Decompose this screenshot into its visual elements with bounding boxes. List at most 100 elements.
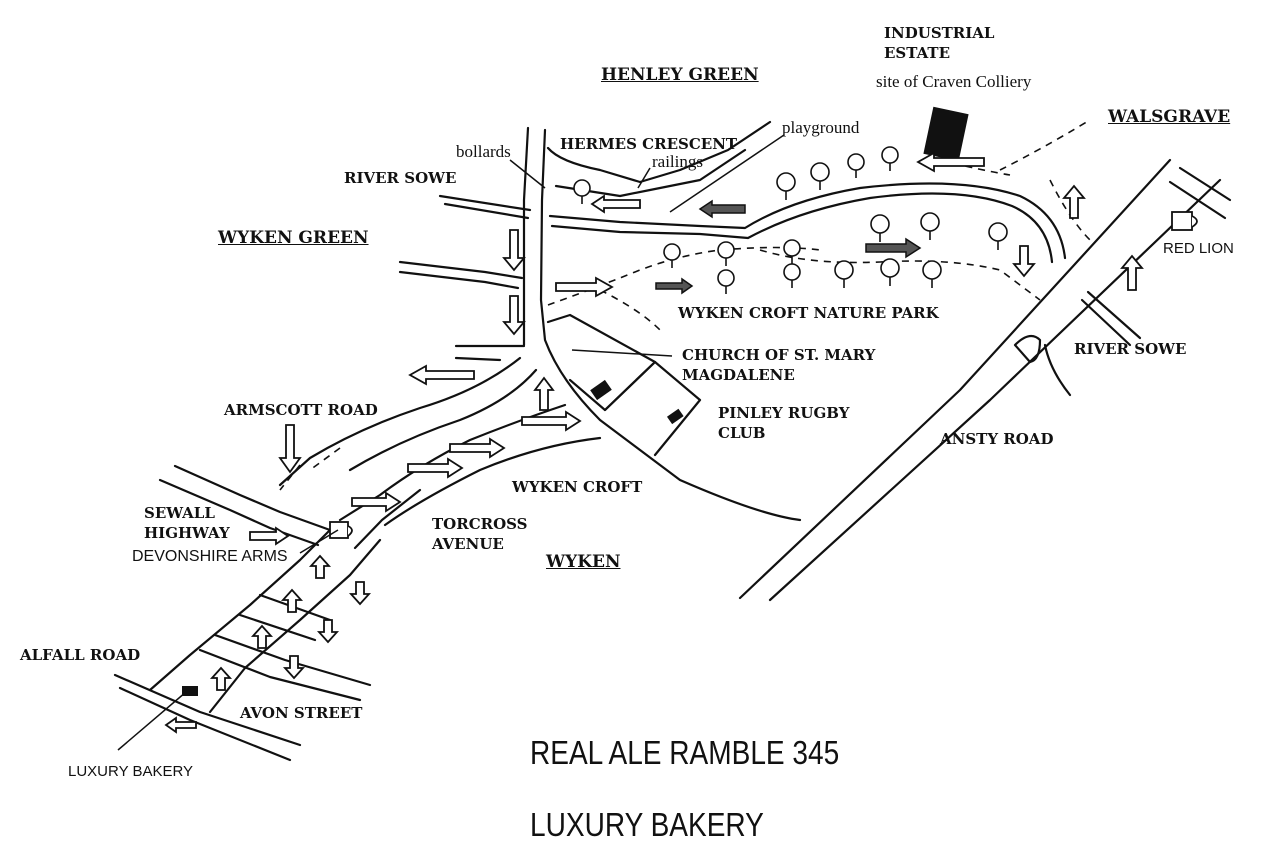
label-craven-colliery: site of Craven Colliery <box>876 72 1032 91</box>
river-west-2 <box>443 202 530 220</box>
leader-devonshire <box>299 529 339 554</box>
arrow-down-icon <box>502 229 526 272</box>
label-church-1: CHURCH OF ST. MARY <box>682 346 876 364</box>
tree-icon <box>783 263 801 288</box>
river-east-1 <box>1086 290 1142 340</box>
tree-icon <box>988 222 1008 250</box>
tree-icon <box>922 260 942 288</box>
footpath-4 <box>999 119 1091 171</box>
map-title: REAL ALE RAMBLE 345 <box>530 734 840 771</box>
label-torcross-2: AVENUE <box>432 535 504 553</box>
arrow-down-icon <box>1012 245 1036 278</box>
road-armscott-2 <box>348 368 538 472</box>
arrow-right-icon <box>449 437 506 459</box>
arrow-right-icon <box>865 237 922 259</box>
road-east-1 <box>1043 343 1072 397</box>
road-sewall-1 <box>173 464 332 532</box>
label-armscott-road: ARMSCOTT ROAD <box>224 401 378 419</box>
road-main-1 <box>148 528 332 692</box>
label-pinley-1: PINLEY RUGBY <box>718 404 850 422</box>
label-alfall-road: ALFALL ROAD <box>20 646 141 664</box>
footpath-2 <box>599 289 661 331</box>
tree-icon <box>920 212 940 240</box>
road-sewall-2 <box>158 478 320 547</box>
road-ansty-2 <box>768 178 1222 602</box>
tree-icon <box>810 162 830 190</box>
label-railings: railings <box>652 152 703 171</box>
arrow-up-icon <box>209 666 233 691</box>
arrow-right-icon <box>655 277 694 295</box>
arrow-right-icon <box>407 457 464 479</box>
road-ansty-branch-1 <box>1178 166 1232 202</box>
road-vertical-east <box>539 128 802 522</box>
pub-mug-icon <box>329 521 353 539</box>
pub-mug-icon <box>1171 211 1198 231</box>
tree-icon <box>834 260 854 288</box>
label-avon-street: AVON STREET <box>240 704 363 722</box>
road-wyken-croft-1 <box>338 403 567 522</box>
label-ansty-road: ANSTY ROAD <box>940 430 1054 448</box>
road-roundabout <box>1013 334 1042 364</box>
label-sewall-1: SEWALL <box>144 504 215 522</box>
label-wyken: WYKEN <box>546 552 621 572</box>
label-luxury-bakery: LUXURY BAKERY <box>68 763 194 780</box>
arrow-right-icon <box>555 276 614 298</box>
river-west-1 <box>438 194 532 212</box>
route-arrows <box>164 151 1144 734</box>
arrow-right-icon <box>351 491 402 513</box>
label-red-lion: RED LION <box>1163 240 1234 257</box>
tree-icon <box>847 153 865 178</box>
footpath-8 <box>309 447 341 471</box>
label-river-sowe-west: RIVER SOWE <box>344 169 457 187</box>
river-channel-1 <box>548 182 1067 260</box>
footpath-3 <box>759 249 1041 301</box>
road-vertical-west <box>522 126 530 347</box>
road-cross-4 <box>198 648 362 702</box>
road-cross-3 <box>213 633 372 687</box>
arrow-up-icon <box>250 624 274 649</box>
road-wyken-croft-2 <box>383 436 602 527</box>
label-wyken-croft: WYKEN CROFT <box>512 478 643 496</box>
arrow-left-icon <box>916 151 985 173</box>
label-devonshire-arms: DEVONSHIRE ARMS <box>132 548 288 565</box>
label-church-2: MAGDALENE <box>682 366 795 384</box>
church-building <box>590 379 612 401</box>
arrow-up-icon <box>533 376 555 411</box>
label-nature-park: WYKEN CROFT NATURE PARK <box>678 304 939 322</box>
road-armscott-1 <box>278 356 522 487</box>
arrow-up-icon <box>1120 254 1144 291</box>
tree-icon <box>717 269 735 294</box>
label-river-sowe-east: RIVER SOWE <box>1074 340 1187 358</box>
label-hermes-crescent: HERMES CRESCENT <box>560 135 738 153</box>
tree-icon <box>663 243 681 268</box>
road-hermes-south <box>554 148 747 198</box>
arrow-down-icon <box>316 619 340 644</box>
arrow-right-icon <box>249 526 290 546</box>
rugby-building <box>666 408 684 425</box>
label-pinley-2: CLUB <box>718 424 766 442</box>
tree-icon <box>880 258 900 286</box>
plot-rugby <box>603 360 702 457</box>
tree-icon <box>717 241 735 266</box>
road-wyken-green-1 <box>398 260 524 280</box>
arrow-up-icon <box>1062 184 1086 219</box>
arrow-down-icon <box>278 424 302 474</box>
road-alfall-2 <box>118 686 292 762</box>
arrow-left-icon <box>164 716 197 734</box>
road-alfall-1 <box>113 673 302 747</box>
tree-icon <box>776 172 796 200</box>
river-east-2 <box>1080 298 1132 347</box>
arrow-left-icon <box>698 199 746 219</box>
arrow-up-icon <box>308 554 332 579</box>
bakery-building <box>182 686 198 696</box>
road-wyken-green-2 <box>398 270 520 290</box>
tree-icon <box>783 239 801 264</box>
colliery-symbol <box>923 106 969 162</box>
leader-playground <box>669 134 785 213</box>
road-ansty-branch-2 <box>1168 180 1227 220</box>
leader-railings <box>637 167 651 189</box>
map-subtitle: LUXURY BAKERY <box>530 806 764 843</box>
label-industrial-estate-1: INDUSTRIAL <box>884 24 995 42</box>
